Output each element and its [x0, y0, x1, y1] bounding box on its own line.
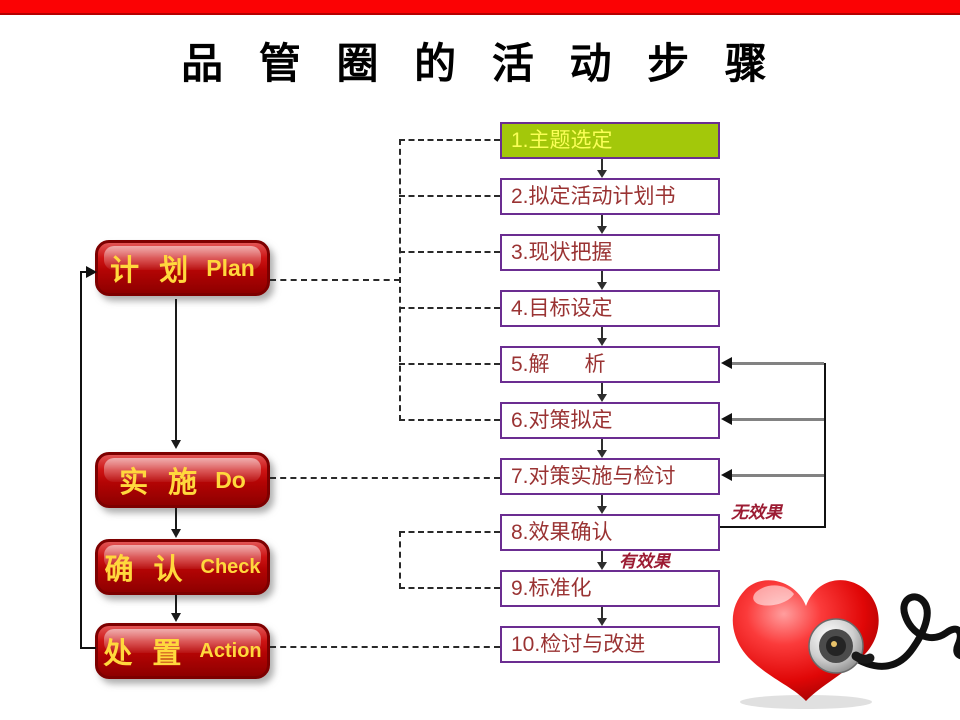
step-label-8: 8.效果确认 [511, 521, 613, 544]
plan-stub-3 [399, 251, 500, 253]
left-arrow-icon [721, 413, 732, 425]
plan-stub-6 [399, 419, 500, 421]
no-effect-line [720, 526, 826, 528]
feedback-loop-line [80, 271, 87, 273]
plan-stub-2 [399, 195, 500, 197]
step-box-4: 4.目标设定 [500, 290, 720, 327]
plan-label-zh: 计 划 [110, 255, 195, 287]
step-box-5: 5.解 析 [500, 346, 720, 383]
plan-stub-4 [399, 307, 500, 309]
step-box-8: 8.效果确认 [500, 514, 720, 551]
check-label-en: Check [200, 555, 261, 578]
top-red-banner [0, 0, 960, 15]
no-effect-arrow-line [731, 418, 824, 421]
step-label-4: 4.目标设定 [511, 297, 613, 320]
plan-stub-1 [399, 139, 500, 141]
do-label-zh: 实 施 [119, 467, 204, 499]
feedback-loop-line [80, 272, 82, 649]
step-box-1: 1.主题选定 [500, 122, 720, 159]
heart-stethoscope-icon [718, 560, 960, 712]
plan-label-en: Plan [206, 254, 255, 281]
left-arrow-icon [721, 469, 732, 481]
step-box-3: 3.现状把握 [500, 234, 720, 271]
step-box-7: 7.对策实施与检讨 [500, 458, 720, 495]
step-label-10: 10.检讨与改进 [511, 633, 646, 656]
step-label-6: 6.对策拟定 [511, 409, 613, 432]
do-connector [270, 477, 500, 479]
check-stub-9 [399, 587, 500, 589]
right-arrow-icon [86, 266, 97, 278]
step-box-6: 6.对策拟定 [500, 402, 720, 439]
step-box-2: 2.拟定活动计划书 [500, 178, 720, 215]
step-box-9: 9.标准化 [500, 570, 720, 607]
pdca-button-action: 处 置 Action [95, 623, 270, 679]
step-label-3: 3.现状把握 [511, 241, 613, 264]
plan-connector [270, 279, 400, 281]
step-label-2: 2.拟定活动计划书 [511, 185, 676, 208]
step-label-5: 5.解 析 [511, 353, 606, 376]
check-bracket [399, 531, 401, 589]
action-label-en: Action [199, 639, 262, 662]
step-label-9: 9.标准化 [511, 577, 592, 600]
plan-bracket [399, 139, 401, 421]
pdca-button-plan: 计 划 Plan [95, 240, 270, 296]
no-effect-arrow-line [731, 362, 824, 365]
check-stub-8 [399, 531, 500, 533]
page-title: 品 管 圈 的 活 动 步 骤 [181, 40, 779, 87]
pdca-button-check: 确 认 Check [95, 539, 270, 595]
check-label-zh: 确 认 [104, 554, 189, 586]
no-effect-line [824, 363, 826, 528]
pdca-button-do: 实 施 Do [95, 452, 270, 508]
step-box-10: 10.检讨与改进 [500, 626, 720, 663]
plan-stub-5 [399, 363, 500, 365]
step-label-7: 7.对策实施与检讨 [511, 465, 676, 488]
step-label-1: 1.主题选定 [511, 129, 613, 152]
action-connector [270, 646, 500, 648]
left-arrow-icon [721, 357, 732, 369]
action-label-zh: 处 置 [103, 638, 188, 670]
feedback-loop-line [80, 647, 96, 649]
do-label-en: Do [215, 466, 246, 493]
no-effect-arrow-line [731, 474, 824, 477]
no-effect-label: 无效果 [731, 503, 782, 522]
effect-label: 有效果 [619, 552, 670, 571]
